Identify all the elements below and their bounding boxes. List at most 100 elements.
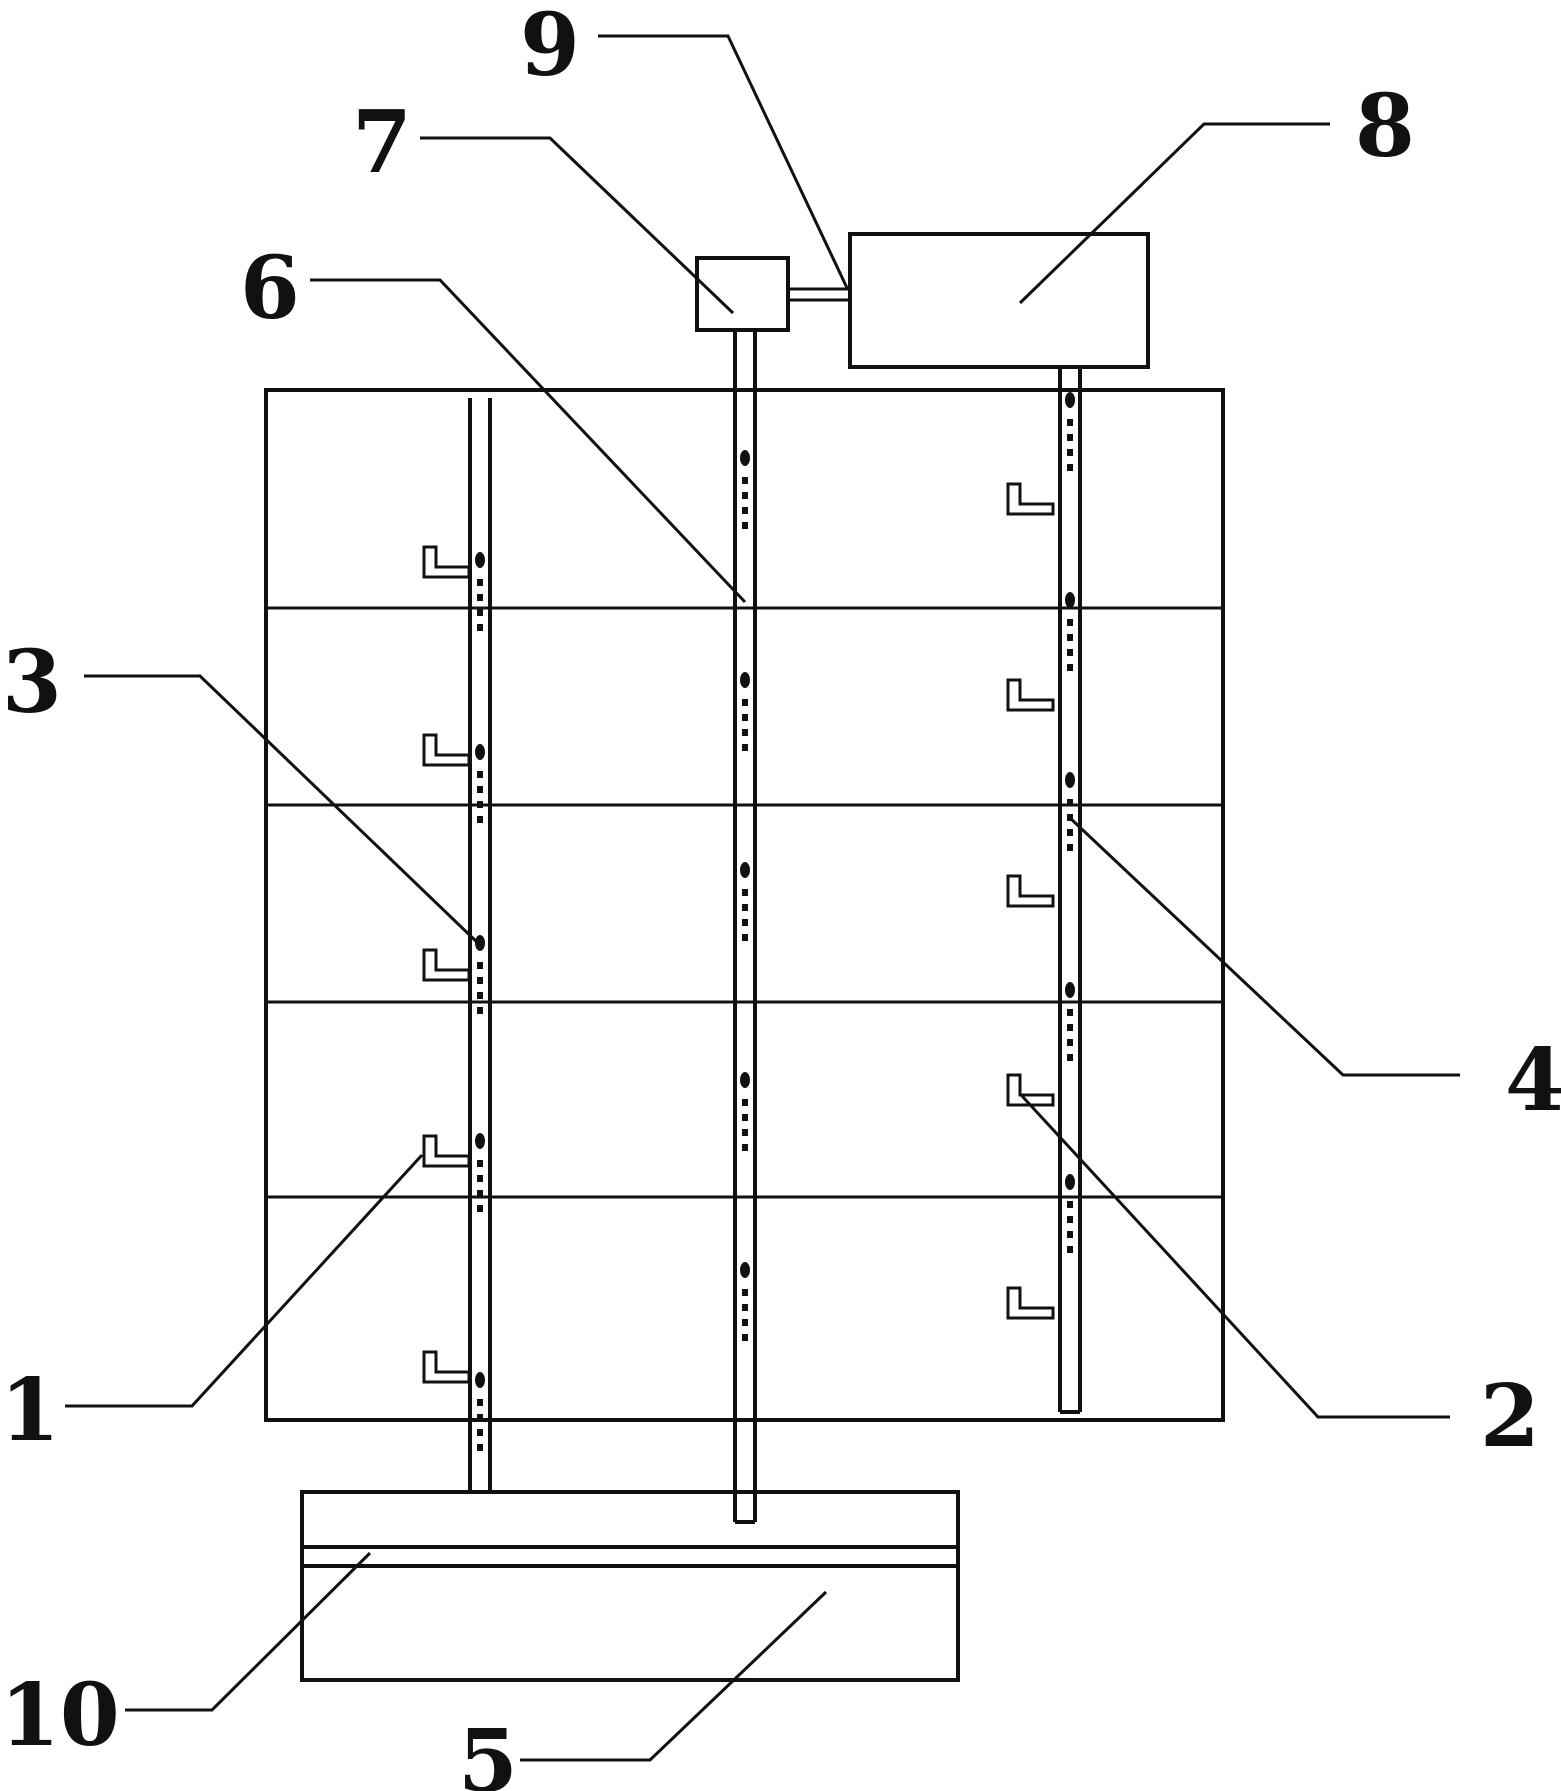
pipe-bead <box>742 522 748 529</box>
pipe-bead <box>1067 449 1073 456</box>
callout-10: 10 <box>0 1665 120 1766</box>
leader-line-3 <box>84 674 482 947</box>
pipe-bead <box>742 1129 748 1136</box>
pipe-bead <box>742 729 748 736</box>
leader-line-4 <box>1068 816 1460 1077</box>
pipe-bead <box>477 977 483 984</box>
pipe-beads-center <box>740 450 750 1341</box>
leader-line-7 <box>420 136 735 315</box>
bracket-fitting <box>422 545 471 579</box>
callout-6: 6 <box>240 238 300 339</box>
pipe-beads-right <box>1065 392 1075 1253</box>
pipe-bead <box>1067 1024 1073 1031</box>
pipe-bead <box>1067 634 1073 641</box>
pipe-bead <box>740 450 750 466</box>
leader-line-9 <box>598 34 850 291</box>
pipe-bead <box>1067 1054 1073 1061</box>
callout-8: 8 <box>1355 76 1415 177</box>
pipe-bead <box>742 904 748 911</box>
pipe-bead <box>1067 1039 1073 1046</box>
pipe-bead <box>1067 1201 1073 1208</box>
pipe-bead <box>1067 799 1073 806</box>
pipe-bead <box>475 552 485 568</box>
callout-3: 3 <box>2 632 62 733</box>
bracket-fitting <box>1006 678 1055 712</box>
tank-box-8 <box>848 232 1150 369</box>
pipe-bead <box>477 594 483 601</box>
pipe-bead <box>742 1304 748 1311</box>
pipe-bead <box>477 1175 483 1182</box>
pipe-bead <box>1067 1246 1073 1253</box>
pipe-bead <box>742 1114 748 1121</box>
pipe-bead <box>1067 829 1073 836</box>
pipe-bead <box>740 1262 750 1278</box>
pipe-bead <box>1065 392 1075 408</box>
pipe-bead <box>742 1289 748 1296</box>
pipe-bead <box>1067 649 1073 656</box>
pipe-bead <box>477 1007 483 1014</box>
leader-line-10 <box>125 1551 372 1712</box>
pipe-bead <box>1067 1009 1073 1016</box>
right-riser-pipe <box>1058 366 1082 1414</box>
pipe-bead <box>477 816 483 823</box>
leader-line-8 <box>1018 122 1330 305</box>
pipe-bead <box>1067 664 1073 671</box>
pipe-bead <box>1067 814 1073 821</box>
pipe-bead <box>477 1399 483 1406</box>
pipe-bead <box>477 992 483 999</box>
pipe-bead <box>742 492 748 499</box>
pipe-bead <box>1067 1231 1073 1238</box>
pipe-bead <box>1065 1174 1075 1190</box>
pipe-bead <box>742 934 748 941</box>
pipe-bead <box>742 507 748 514</box>
pipe-bead <box>742 1099 748 1106</box>
pipe-bead <box>742 1319 748 1326</box>
pipe-bead <box>740 672 750 688</box>
callout-9: 9 <box>520 0 580 96</box>
pipe-bead <box>1065 772 1075 788</box>
pipe-bead <box>1065 982 1075 998</box>
leader-line-1 <box>65 1153 424 1408</box>
bracket-fitting <box>1006 1286 1055 1320</box>
pipe-bead <box>1065 592 1075 608</box>
pipe-bead <box>742 714 748 721</box>
bracket-fitting <box>422 733 471 767</box>
pipe-bead <box>742 919 748 926</box>
bracket-fitting <box>422 948 471 982</box>
pipe-bead <box>477 624 483 631</box>
callout-4: 4 <box>1505 1030 1561 1131</box>
pipe-bead <box>477 579 483 586</box>
pipe-bead <box>1067 1216 1073 1223</box>
leader-line-2 <box>1020 1094 1450 1419</box>
bracket-fitting <box>1006 874 1055 908</box>
pipe-bead <box>477 1414 483 1421</box>
pipe-bead <box>477 786 483 793</box>
left-bracket-fittings <box>422 545 471 1384</box>
pipe-bead <box>740 862 750 878</box>
center-pipe <box>733 330 757 1524</box>
bracket-fitting <box>1006 1073 1055 1107</box>
bracket-fitting <box>1006 482 1055 516</box>
pipe-bead <box>742 889 748 896</box>
pipe-bead <box>477 1429 483 1436</box>
pipe-bead <box>477 771 483 778</box>
pipe-bead <box>477 1444 483 1451</box>
pipe-bead <box>742 1334 748 1341</box>
pipe-bead <box>477 1190 483 1197</box>
pipe-bead <box>742 477 748 484</box>
pipe-bead <box>475 1133 485 1149</box>
pipe-bead <box>742 699 748 706</box>
pipe-bead <box>740 1072 750 1088</box>
pipe-bead <box>1067 434 1073 441</box>
pipe-bead <box>477 609 483 616</box>
pipe-bead <box>1067 464 1073 471</box>
bracket-fitting <box>422 1134 471 1168</box>
pipe-bead <box>477 1160 483 1167</box>
callout-2: 2 <box>1480 1366 1540 1467</box>
pipe-bead <box>742 744 748 751</box>
leader-line-6 <box>310 278 747 604</box>
building-wall <box>264 388 1225 1422</box>
pipe-bead <box>475 744 485 760</box>
pipe-bead <box>1067 619 1073 626</box>
